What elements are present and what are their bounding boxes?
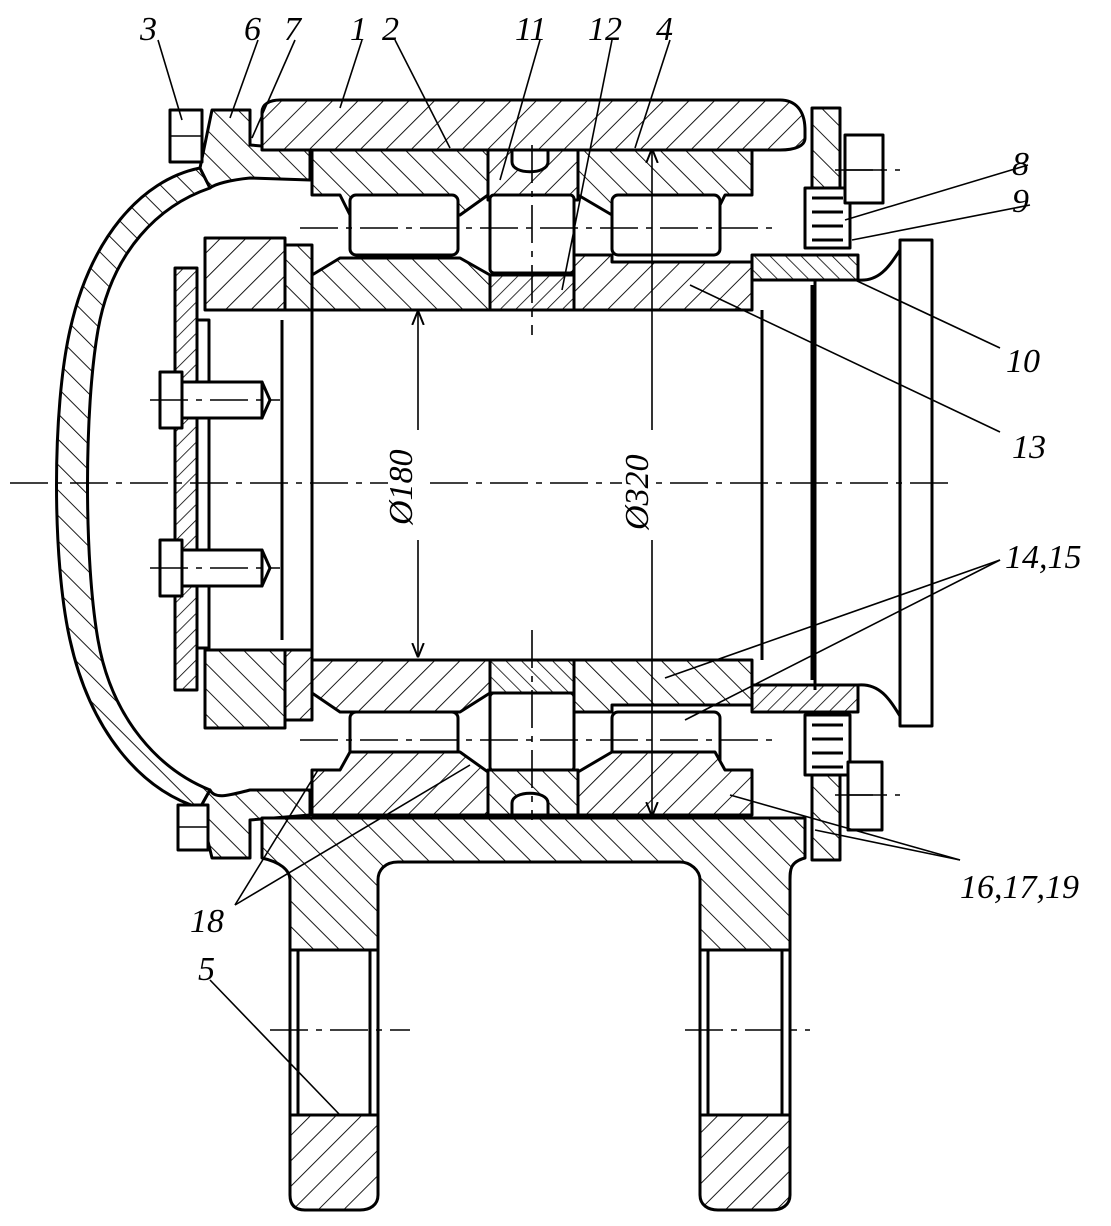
oil-hole-bottom bbox=[510, 791, 550, 817]
label-6: 6 bbox=[244, 11, 261, 48]
label-1: 1 bbox=[350, 11, 367, 48]
bracket-leg-right-sides bbox=[698, 950, 792, 1115]
end-cover-top-flange bbox=[198, 108, 312, 190]
lock-collar-top bbox=[283, 243, 314, 312]
label-2: 2 bbox=[382, 11, 399, 48]
end-plate-inner bbox=[195, 318, 211, 650]
outer-ring-bottom-right bbox=[576, 750, 754, 817]
bolt-bottom-right bbox=[846, 760, 884, 832]
leader-lines bbox=[157, 39, 1031, 1116]
bore-diameter-label: Ø180 bbox=[383, 449, 420, 526]
label-12: 12 bbox=[588, 11, 622, 48]
lock-collar-bottom bbox=[283, 648, 314, 722]
outer-ring-bottom-left bbox=[310, 750, 490, 817]
shaft-neck bbox=[813, 249, 902, 717]
roller-top-right bbox=[610, 193, 722, 257]
label-10: 10 bbox=[1006, 343, 1040, 380]
label-16-17-19: 16,17,19 bbox=[960, 869, 1079, 906]
label-13: 13 bbox=[1012, 429, 1046, 466]
label-9: 9 bbox=[1012, 183, 1029, 220]
bracket-leg-right-foot bbox=[698, 1113, 792, 1212]
bracket-leg-left-foot bbox=[288, 1113, 380, 1212]
label-4: 4 bbox=[656, 11, 673, 48]
seal-labyrinth-top bbox=[803, 186, 852, 250]
housing-top bbox=[260, 98, 807, 152]
seal-ring-bottom bbox=[750, 683, 860, 714]
bracket-leg-left-sides bbox=[288, 950, 380, 1115]
label-3: 3 bbox=[139, 11, 157, 48]
label-18: 18 bbox=[190, 903, 224, 940]
inner-ring-bottom-left bbox=[310, 658, 492, 714]
inner-ring-top-left bbox=[310, 256, 492, 312]
seal-labyrinth-bottom bbox=[803, 713, 852, 777]
outer-diameter-label: Ø320 bbox=[619, 454, 656, 531]
label-7: 7 bbox=[284, 11, 303, 48]
label-5: 5 bbox=[198, 951, 215, 988]
label-11: 11 bbox=[515, 11, 546, 48]
shaft-journal bbox=[280, 285, 814, 680]
lock-washer-top bbox=[203, 236, 287, 312]
end-plate bbox=[173, 266, 199, 692]
support-bracket bbox=[260, 816, 807, 952]
label-14-15: 14,15 bbox=[1005, 539, 1082, 576]
label-8: 8 bbox=[1012, 146, 1029, 183]
seal-ring-top bbox=[750, 253, 860, 282]
lock-washer-bottom bbox=[203, 648, 287, 730]
bolt-bottom-left bbox=[176, 803, 210, 852]
inner-ring-bottom-right bbox=[572, 658, 754, 714]
bolt-top-left bbox=[168, 108, 204, 164]
roller-top-left bbox=[348, 193, 460, 257]
end-cover-bottom-flange bbox=[198, 788, 312, 860]
bracket-leg-right-window bbox=[698, 948, 792, 1117]
oil-hole-top bbox=[510, 148, 550, 174]
bracket-leg-left-window bbox=[288, 948, 380, 1117]
bolt-top-right bbox=[843, 133, 885, 205]
